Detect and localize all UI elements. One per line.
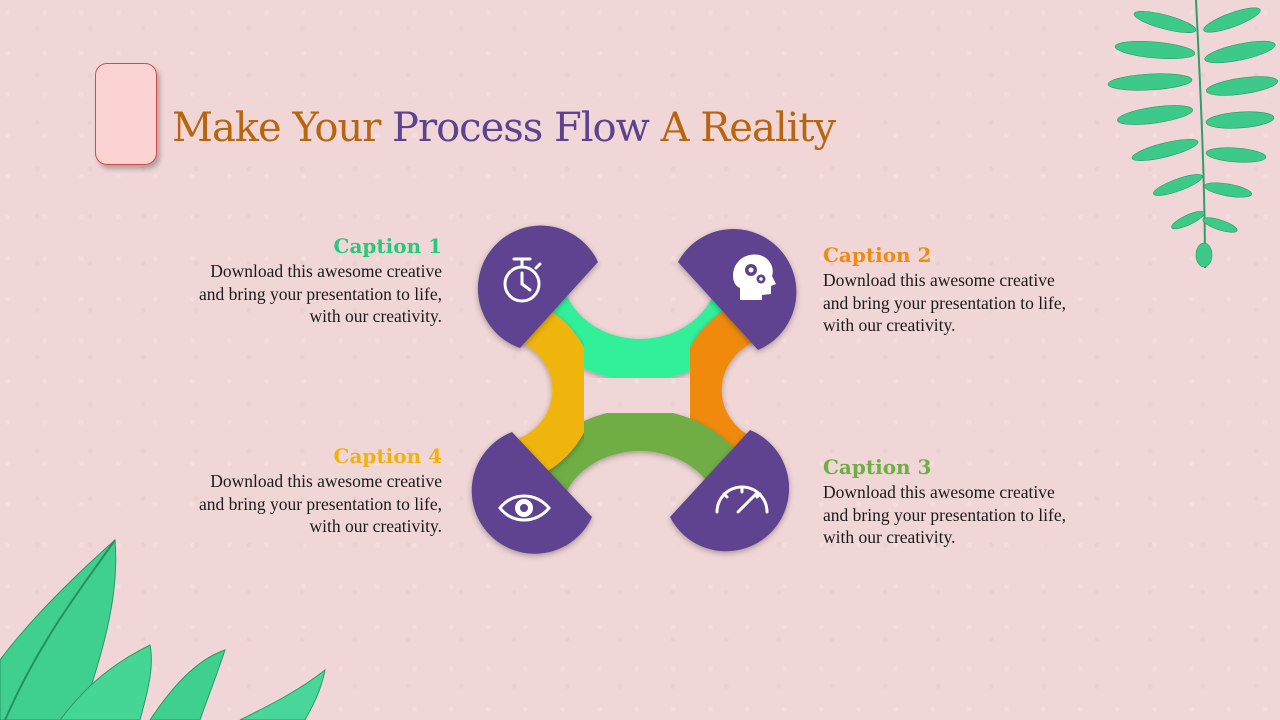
fern-top-right-icon <box>1107 0 1278 269</box>
caption-2: Caption 2 Download this awesome creative… <box>823 243 1113 337</box>
caption-3-title: Caption 3 <box>823 455 932 479</box>
caption-2-title: Caption 2 <box>823 243 932 267</box>
eye-icon <box>498 494 551 522</box>
title-part-3: A Reality <box>648 105 837 151</box>
caption-1-line-1: Download this awesome creative <box>210 261 442 281</box>
caption-1-line-2: and bring your presentation to life, <box>199 283 442 304</box>
caption-4: Caption 4 Download this awesome creative… <box>152 444 442 538</box>
caption-3: Caption 3 Download this awesome creative… <box>823 455 1113 549</box>
caption-3-line-3: with our creativity. <box>823 527 956 547</box>
leaves-bottom-left-icon <box>0 538 326 720</box>
brain-gears-icon <box>733 254 776 300</box>
caption-3-body: Download this awesome creative and bring… <box>823 481 1113 549</box>
caption-2-line-1: Download this awesome creative <box>823 270 1055 290</box>
title-accent-tab <box>95 63 157 165</box>
caption-3-line-1: Download this awesome creative <box>823 482 1055 502</box>
caption-4-line-2: and bring your presentation to life, <box>199 493 442 514</box>
arc-left-yellow <box>514 300 595 480</box>
title-part-2: Process Flow <box>392 105 650 151</box>
caption-4-line-1: Download this awesome creative <box>210 471 442 491</box>
speedometer-icon <box>715 485 769 514</box>
caption-3-line-2: and bring your presentation to life, <box>823 504 1066 525</box>
circle-4-purple <box>471 432 592 554</box>
caption-2-line-3: with our creativity. <box>823 315 956 335</box>
title-part-1: Make Your <box>172 105 393 151</box>
caption-4-body: Download this awesome creative and bring… <box>152 470 442 538</box>
caption-1-title: Caption 1 <box>333 234 442 258</box>
caption-2-line-2: and bring your presentation to life, <box>823 292 1066 313</box>
stopwatch-icon <box>503 257 542 303</box>
caption-1: Caption 1 Download this awesome creative… <box>152 234 442 328</box>
caption-1-body: Download this awesome creative and bring… <box>152 260 442 328</box>
caption-2-body: Download this awesome creative and bring… <box>823 269 1113 337</box>
caption-4-line-3: with our creativity. <box>309 516 442 536</box>
page-title: Make Your Process Flow A Reality <box>172 104 837 152</box>
caption-4-title: Caption 4 <box>333 444 442 468</box>
caption-1-line-3: with our creativity. <box>309 306 442 326</box>
